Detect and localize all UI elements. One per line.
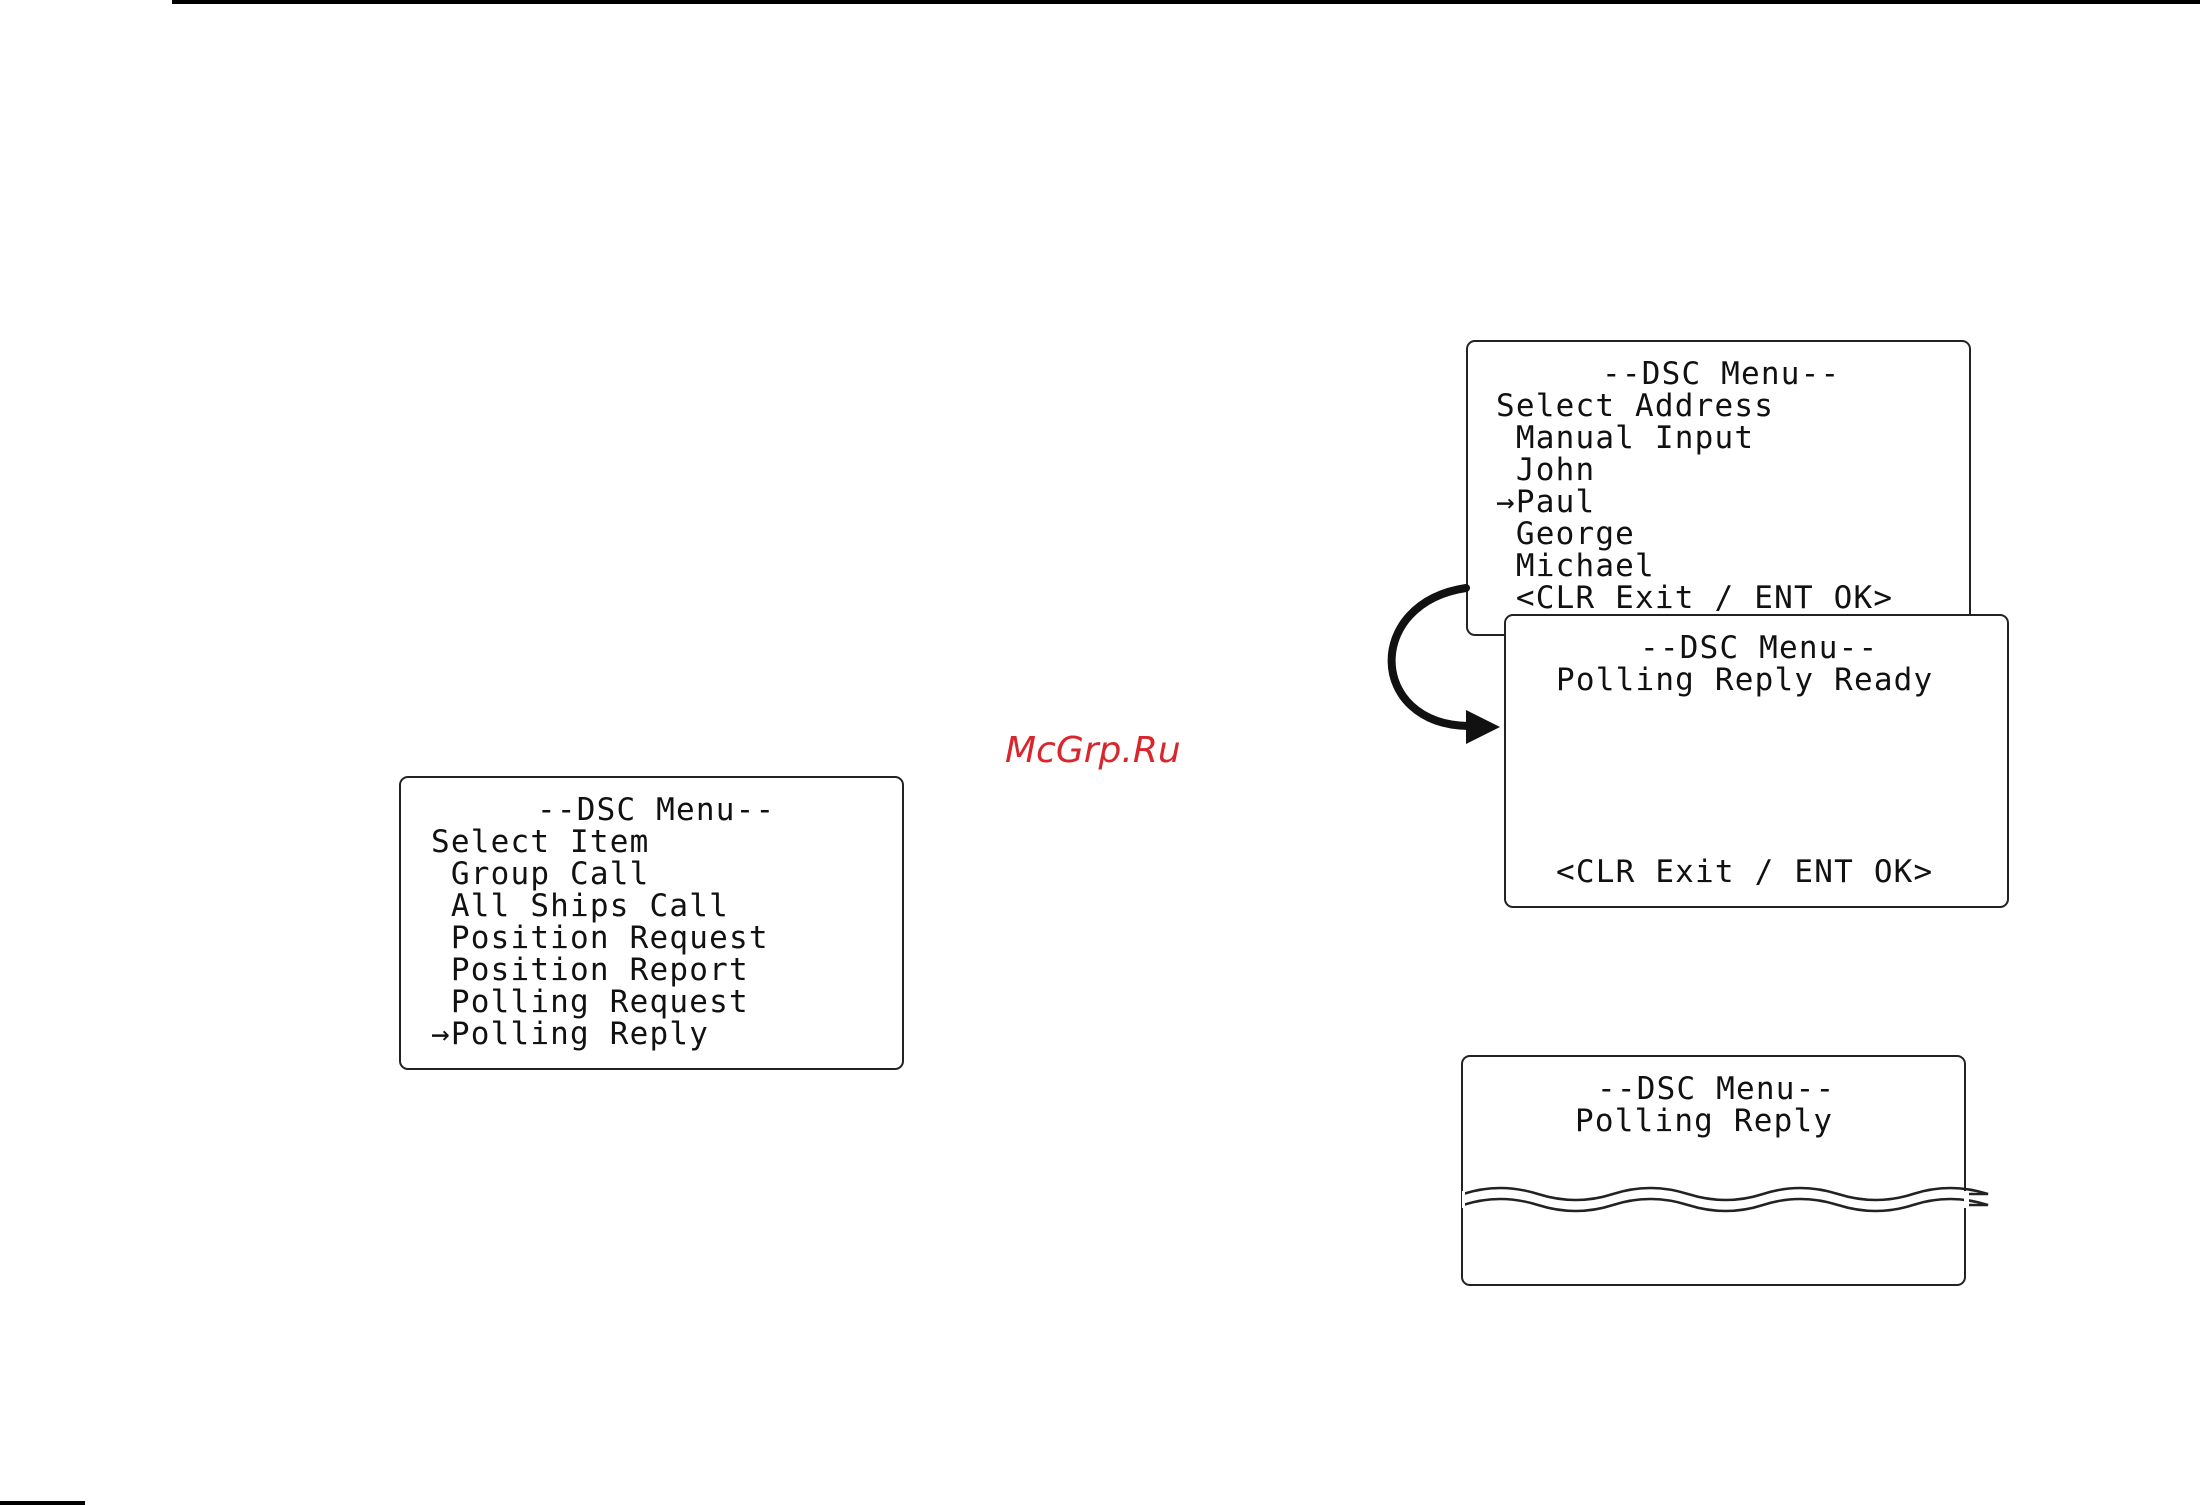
screen-title: --DSC Menu--	[1597, 1071, 1836, 1107]
top-rule	[172, 0, 2200, 4]
screen-prompt: Select Item	[431, 824, 650, 860]
menu-item-position-request[interactable]: Position Request	[431, 920, 769, 956]
screen-title: --DSC Menu--	[537, 792, 776, 828]
address-item-paul-selected[interactable]: →Paul	[1496, 484, 1596, 520]
break-wave	[1462, 1186, 1989, 1213]
watermark-text: McGrp.Ru	[1005, 730, 1181, 771]
screen-status: Polling Reply	[1575, 1103, 1834, 1139]
screen-title: --DSC Menu--	[1602, 356, 1841, 392]
address-item-george[interactable]: George	[1496, 516, 1636, 552]
lcd-select-item-screen: --DSC Menu-- Select Item Group Call All …	[399, 776, 904, 1070]
screen-prompt: Select Address	[1496, 388, 1775, 424]
lcd-polling-ready-screen: --DSC Menu-- Polling Reply Ready <CLR Ex…	[1504, 614, 2009, 908]
menu-item-all-ships-call[interactable]: All Ships Call	[431, 888, 729, 924]
break-wave-upper	[1462, 1186, 1989, 1202]
transition-arrow	[1387, 584, 1500, 744]
address-item-john[interactable]: John	[1496, 452, 1596, 488]
lcd-polling-reply-screen: --DSC Menu-- Polling Reply	[1461, 1055, 1966, 1286]
screen-footer: <CLR Exit / ENT OK>	[1556, 854, 1934, 890]
screen-footer: <CLR Exit / ENT OK>	[1496, 580, 1894, 616]
screen-status: Polling Reply Ready	[1556, 662, 1934, 698]
screen-title: --DSC Menu--	[1640, 630, 1879, 666]
menu-item-polling-reply-selected[interactable]: →Polling Reply	[431, 1016, 710, 1052]
address-item-michael[interactable]: Michael	[1496, 548, 1655, 584]
bottom-rule	[0, 1501, 85, 1505]
address-item-manual-input[interactable]: Manual Input	[1496, 420, 1755, 456]
break-wave-lower	[1462, 1197, 1989, 1213]
menu-item-group-call[interactable]: Group Call	[431, 856, 650, 892]
menu-item-polling-request[interactable]: Polling Request	[431, 984, 749, 1020]
lcd-select-address-screen: --DSC Menu-- Select Address Manual Input…	[1466, 340, 1971, 636]
menu-item-position-report[interactable]: Position Report	[431, 952, 749, 988]
